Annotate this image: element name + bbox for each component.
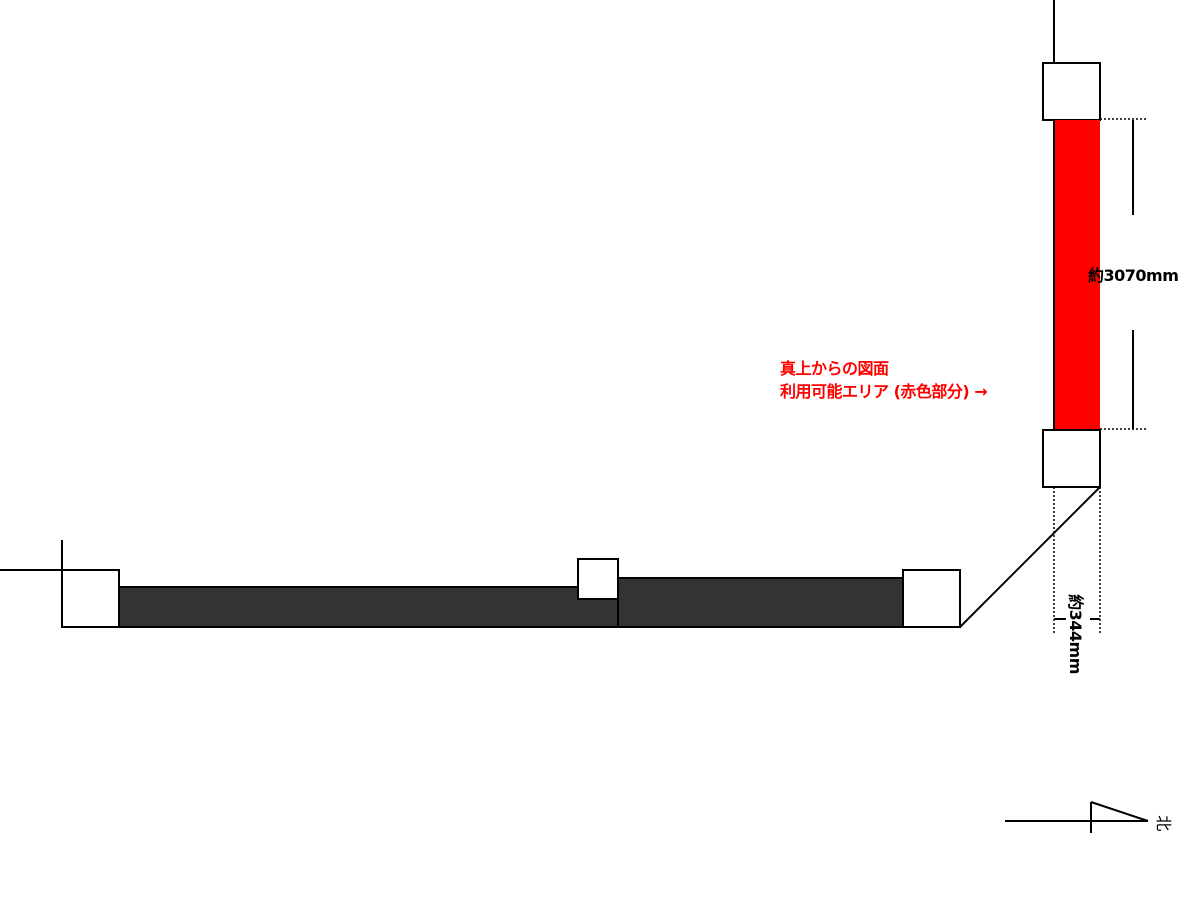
pillar-corner	[1042, 429, 1101, 488]
wall-bar-right	[617, 577, 904, 628]
width-dimension-label: 約344mm	[1065, 594, 1085, 674]
annotation-line-2: 利用可能エリア (赤色部分) →	[780, 382, 988, 401]
pillar-middle	[577, 558, 619, 600]
annotation-text: 真上からの図面 利用可能エリア (赤色部分) →	[780, 357, 988, 403]
north-label: 北	[1153, 815, 1173, 831]
pillar-right	[902, 569, 961, 628]
pillar-top	[1042, 62, 1101, 121]
diagonal-line	[959, 486, 1101, 628]
annotation-line-1: 真上からの図面	[780, 359, 889, 378]
length-dimension-label: 約3070mm	[1088, 266, 1179, 285]
north-arrow-icon	[1090, 801, 1149, 822]
pillar-left	[61, 569, 120, 628]
available-area	[1054, 120, 1100, 430]
